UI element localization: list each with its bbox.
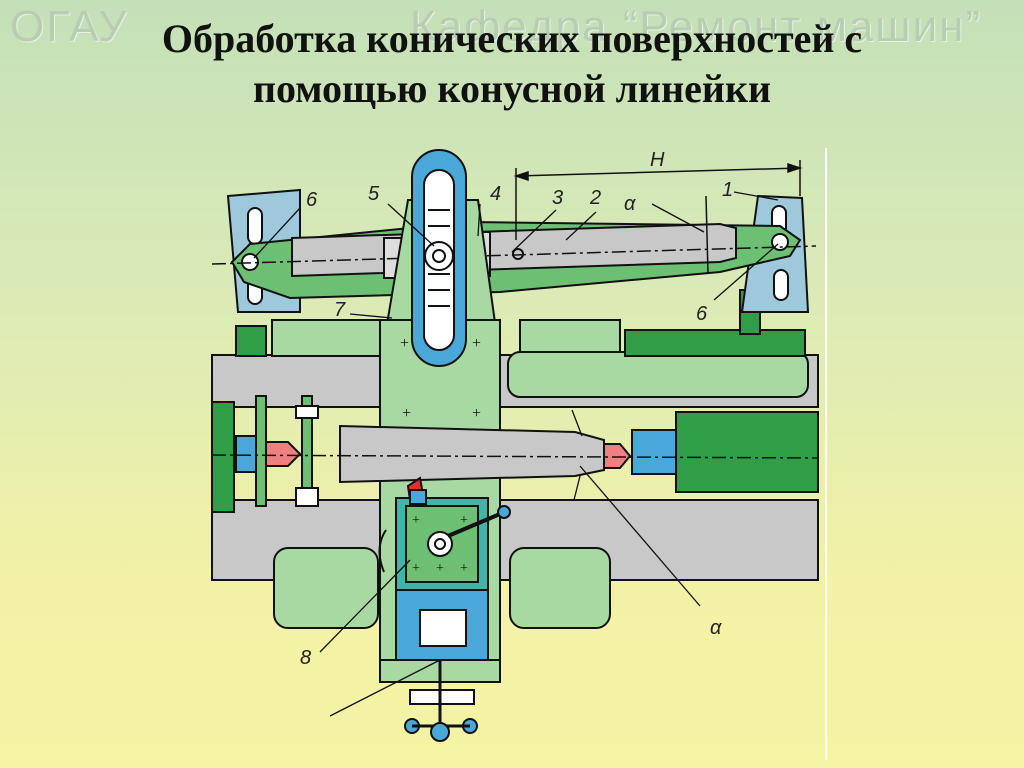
svg-text:+: + <box>472 335 481 352</box>
label-6-right: 6 <box>696 303 708 325</box>
label-dim-h: H <box>650 149 665 171</box>
svg-text:+: + <box>412 561 420 576</box>
label-1: 1 <box>722 179 733 201</box>
dimension-h <box>513 160 803 275</box>
label-angle-top: α <box>624 193 636 215</box>
label-8: 8 <box>300 647 311 669</box>
workpiece <box>211 395 819 513</box>
label-4: 4 <box>490 183 501 205</box>
title-line-1: Обработка конических поверхностей с <box>161 16 863 61</box>
svg-text:+: + <box>460 513 468 528</box>
label-7: 7 <box>334 299 346 321</box>
watermark-left: ОГАУ <box>10 2 129 51</box>
watermark-right: Кафедра “Ремонт машин” <box>410 2 983 51</box>
taper-ruler <box>211 220 817 300</box>
svg-text:+: + <box>400 335 409 352</box>
label-5: 5 <box>368 183 380 205</box>
label-2: 2 <box>589 187 601 209</box>
svg-text:+: + <box>472 405 481 422</box>
svg-text:+: + <box>402 405 411 422</box>
label-angle-bottom: α <box>710 617 722 639</box>
title-line-2: помощью конусной линейки <box>252 66 772 111</box>
label-6-left: 6 <box>306 189 318 211</box>
svg-text:+: + <box>412 513 420 528</box>
svg-text:+: + <box>436 561 444 576</box>
svg-text:+: + <box>460 561 468 576</box>
leader-lines <box>253 191 779 717</box>
slide-title: Обработка конических поверхностей с помо… <box>0 14 1024 114</box>
label-3: 3 <box>552 187 563 209</box>
tool-post: + + + + + <box>378 476 511 742</box>
